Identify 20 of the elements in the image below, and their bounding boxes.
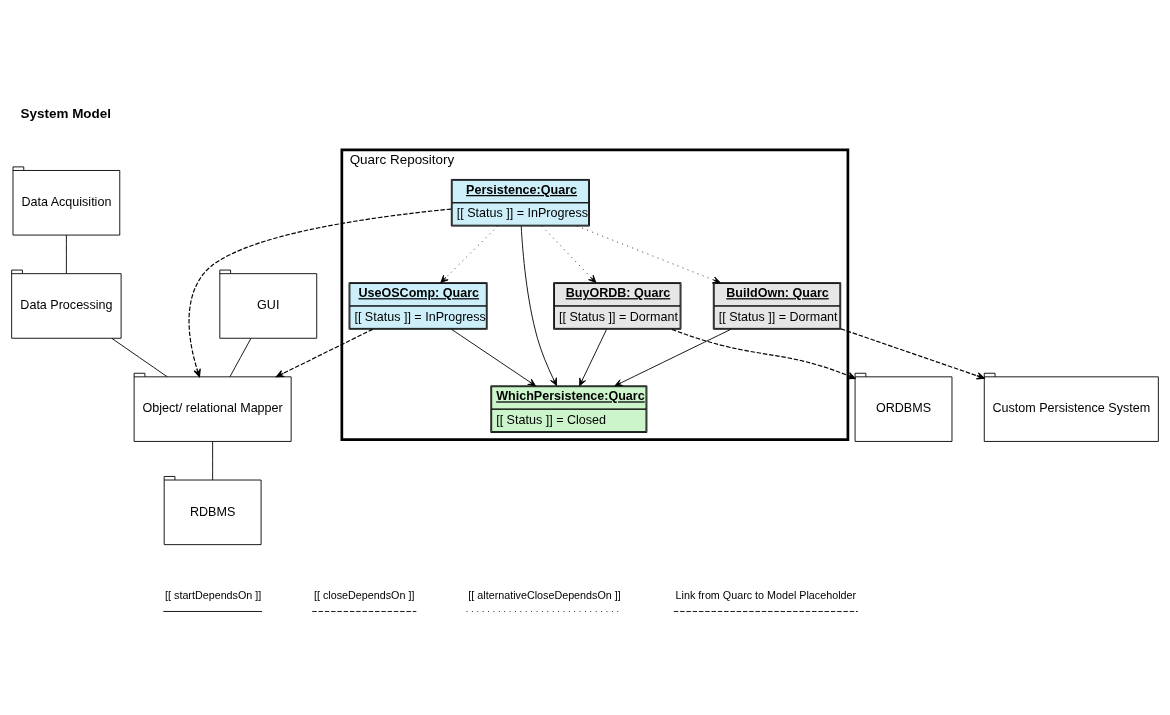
legend-label: [[ closeDependsOn ]] xyxy=(314,588,415,601)
arrow xyxy=(520,225,558,386)
connector xyxy=(212,440,214,480)
arrow xyxy=(614,328,732,386)
arrow xyxy=(275,328,374,377)
legend-label: [[ alternativeCloseDependsOn ]] xyxy=(468,588,621,601)
connector xyxy=(111,337,168,377)
arrow xyxy=(541,225,597,283)
label: System Model xyxy=(20,105,111,121)
arrow xyxy=(451,328,536,386)
arrow xyxy=(579,328,607,386)
connector xyxy=(65,234,67,274)
legend-label: [[ startDependsOn ]] xyxy=(165,588,262,601)
arrow xyxy=(671,328,856,379)
arrow xyxy=(440,225,499,283)
arrow xyxy=(188,207,452,377)
connector xyxy=(229,337,252,377)
arrow xyxy=(576,225,721,283)
arrow xyxy=(840,327,985,379)
legend-label: Link from Quarc to Model Placeholder xyxy=(675,588,857,601)
